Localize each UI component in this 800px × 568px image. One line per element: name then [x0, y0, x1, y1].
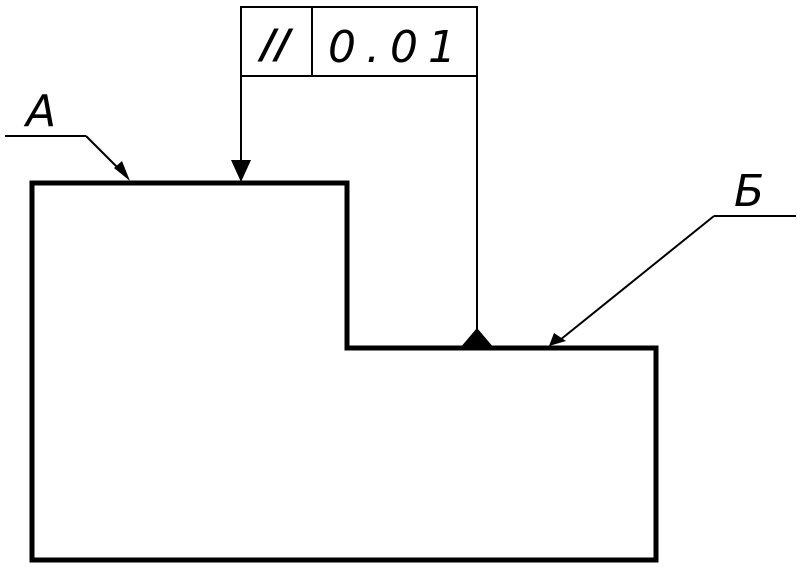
parallelism-symbol: // [257, 22, 294, 68]
leader-arrowhead [231, 160, 251, 182]
label-b: Б [734, 166, 764, 217]
label-b-leader [559, 215, 715, 341]
datum-triangle [460, 328, 494, 348]
tolerance-frame: // 0.01 [240, 6, 478, 77]
part-outline [29, 180, 659, 563]
tolerance-frame-box [240, 6, 478, 77]
label-a: А [23, 86, 56, 137]
tolerance-value: 0.01 [328, 22, 466, 73]
label-a-arrowhead [114, 161, 130, 181]
label-b-arrowhead [549, 333, 566, 346]
